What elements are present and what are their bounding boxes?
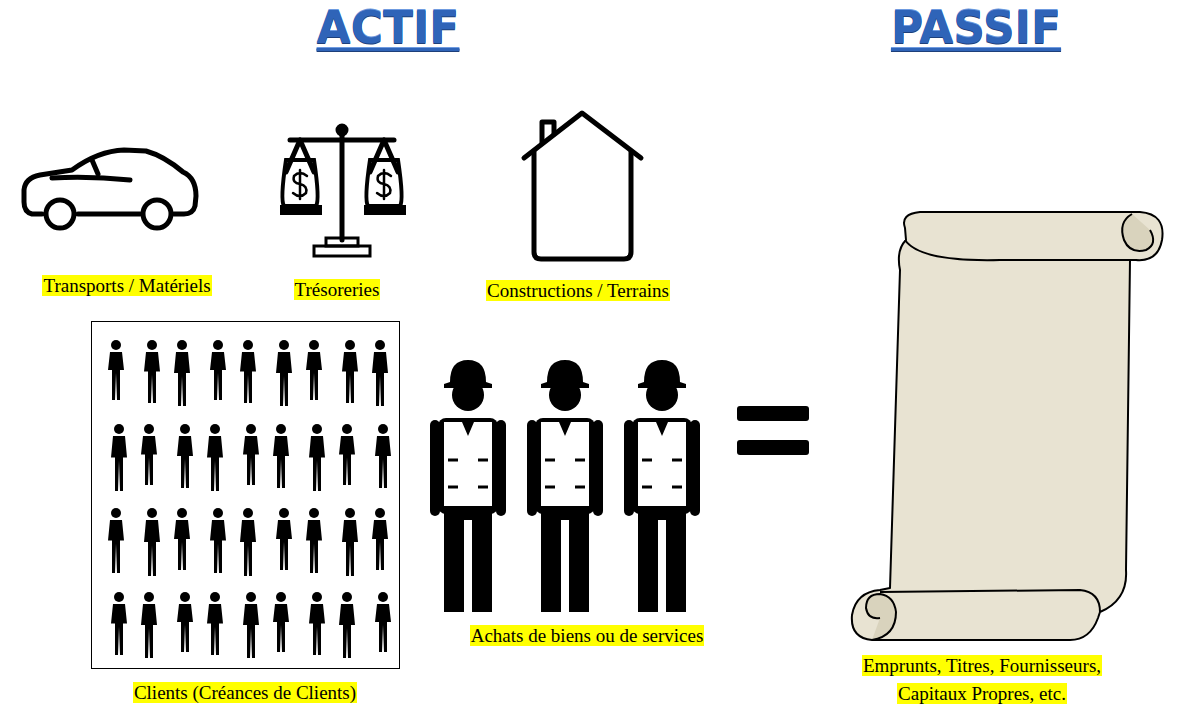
- liability-label: Emprunts, Titres, Fournisseurs, Capitaux…: [862, 655, 1102, 704]
- car-icon: [24, 150, 196, 228]
- scale-icon: [281, 126, 405, 256]
- clients-figure: [92, 322, 400, 669]
- asset-heading: ACTIF: [317, 2, 460, 53]
- workers-icon: [430, 360, 700, 612]
- asset-label: Constructions / Terrains: [486, 280, 670, 301]
- asset-label: Transports / Matériels: [42, 275, 211, 296]
- liability-heading: PASSIF: [891, 2, 1061, 53]
- asset-label: Achats de biens ou de services: [470, 625, 705, 646]
- scroll-icon: [852, 212, 1163, 640]
- house-icon: [524, 113, 641, 259]
- equals-sign: [737, 406, 809, 455]
- asset-label: Trésoreries: [294, 279, 381, 300]
- asset-label: Clients (Créances de Clients): [133, 682, 357, 703]
